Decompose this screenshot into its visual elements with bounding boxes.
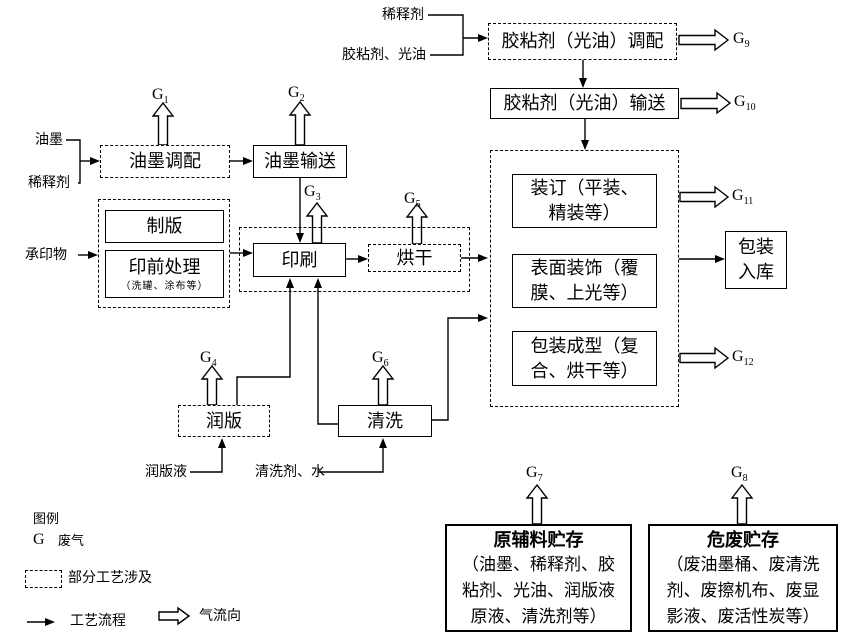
process-box-dampening: 润版 (178, 405, 270, 437)
prepress-label: 印前处理 (128, 257, 201, 277)
gas-arrow-g12-icon (679, 346, 730, 370)
process-box-drying: 烘干 (368, 244, 461, 272)
gas-arrow-g9-icon (678, 28, 730, 52)
gas-arrow-g2-icon (288, 100, 312, 146)
hazardous-storage-detail: （废油墨桶、废清洗剂、废擦机布、废显影液、废活性炭等） (666, 555, 820, 626)
legend-dashed-box-meaning: 部分工艺涉及 (68, 571, 152, 586)
gas-label-g11: G11 (732, 187, 754, 208)
gas-arrow-g1-icon (151, 101, 175, 146)
input-label-substrate: 承印物 (25, 248, 67, 263)
gas-arrow-g5-icon (405, 202, 429, 245)
process-box-plate-making: 制版 (105, 210, 224, 243)
gas-label-g3: G3 (304, 183, 321, 204)
flow-fountain-solution-in (190, 446, 223, 473)
legend-hollow-arrow-icon (158, 606, 191, 626)
postpress-group-frame (490, 150, 679, 407)
process-box-ink-transfer: 油墨输送 (253, 145, 347, 178)
process-box-binding: 装订（平装、精装等） (512, 174, 657, 228)
solid-arrowheads (45, 34, 725, 626)
gas-label-g5: G5 (404, 190, 421, 211)
input-label-diluent-left: 稀释剂 (28, 176, 70, 191)
gas-arrow-g6-icon (371, 364, 395, 406)
legend-hollow-arrow-meaning: 气流向 (199, 609, 241, 624)
gas-arrow-g4-icon (200, 364, 224, 406)
gas-arrow-g10-icon (680, 91, 732, 115)
prepress-note: （洗罐、涂布等） (120, 281, 209, 292)
input-label-ink: 油墨 (35, 133, 63, 148)
flow-cleaning-to-printing (317, 286, 338, 425)
input-label-adhesive-varnish: 胶粘剂、光油 (342, 48, 426, 63)
legend-gas-symbol: G (33, 531, 45, 548)
process-box-cleaning: 清洗 (338, 405, 432, 437)
legend-title: 图例 (33, 511, 60, 526)
storage-box-raw-materials: 原辅料贮存 （油墨、稀释剂、胶粘剂、光油、润版液原液、清洗剂等） (445, 524, 632, 632)
process-box-printing: 印刷 (253, 243, 346, 277)
input-label-diluent-top: 稀释剂 (382, 8, 424, 23)
gas-flow-arrows (151, 28, 754, 626)
process-box-package-forming: 包装成型（复合、烘干等） (512, 331, 657, 386)
gas-label-g12: G12 (732, 348, 754, 369)
gas-label-g1: G1 (152, 86, 169, 107)
raw-storage-detail: （油墨、稀释剂、胶粘剂、光油、润版液原液、清洗剂等） (462, 555, 615, 626)
gas-label-g7: G7 (526, 464, 543, 485)
flow-cleaner-water-in (318, 446, 384, 473)
process-box-ink-mixing: 油墨调配 (100, 145, 230, 178)
process-box-packing-warehouse: 包装入库 (725, 231, 787, 289)
printing-group-frame (239, 227, 470, 292)
raw-storage-title: 原辅料贮存 (493, 530, 584, 550)
storage-box-hazardous-waste: 危废贮存 （废油墨桶、废清洗剂、废擦机布、废显影液、废活性炭等） (648, 524, 838, 632)
flow-dampening-to-printing (236, 286, 291, 405)
gas-label-g2: G2 (288, 84, 305, 105)
adhesive-inputs-bracket (428, 14, 481, 56)
input-label-fountain-solution: 润版液 (145, 465, 187, 480)
gas-label-g9: G9 (733, 30, 750, 51)
process-box-surface-decoration: 表面装饰（覆膜、上光等） (512, 254, 657, 308)
gas-arrow-g8-icon (730, 483, 754, 525)
process-box-prepress: 印前处理 （洗罐、涂布等） (105, 250, 224, 298)
gas-arrow-g7-icon (525, 483, 549, 525)
flow-cleaning-to-postpress (432, 317, 480, 421)
process-box-adhesive-transfer: 胶粘剂（光油）输送 (490, 88, 679, 119)
gas-label-g4: G4 (200, 349, 217, 370)
hazardous-storage-title: 危废贮存 (707, 530, 779, 550)
gas-label-g10: G10 (734, 93, 756, 114)
gas-arrow-g3-icon (305, 201, 329, 244)
input-label-cleaner-water: 清洗剂、水 (255, 465, 325, 480)
gas-arrow-g11-icon (679, 185, 730, 209)
legend-dashed-box-icon (25, 570, 62, 588)
gas-label-g6: G6 (372, 349, 389, 370)
prepress-group-frame (98, 199, 230, 308)
process-box-adhesive-mixing: 胶粘剂（光油）调配 (488, 23, 677, 60)
legend-solid-arrow-meaning: 工艺流程 (70, 614, 126, 629)
gas-label-g8: G8 (731, 464, 748, 485)
legend-gas-meaning: 废气 (58, 533, 85, 548)
